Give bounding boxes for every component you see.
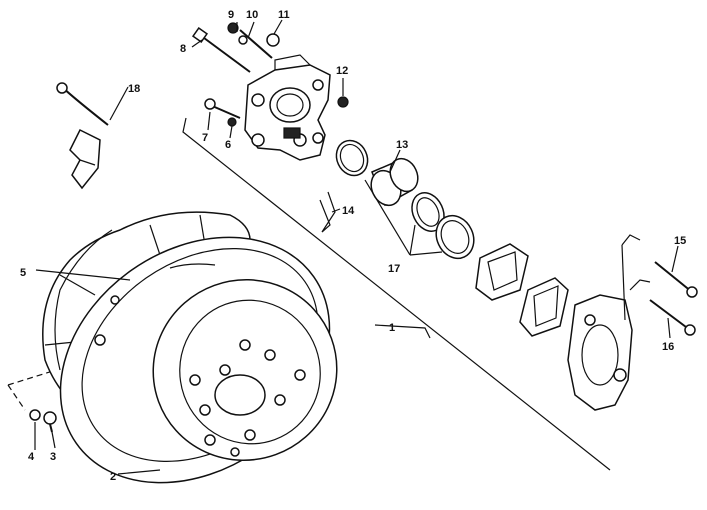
seal-ring-upper xyxy=(335,139,369,177)
callout-1: 1 xyxy=(389,322,395,334)
bleed-screw xyxy=(191,22,280,73)
callout-3: 3 xyxy=(50,451,56,463)
callout-4: 4 xyxy=(28,451,35,463)
brake-pad-outer xyxy=(519,277,569,337)
callout-2: 2 xyxy=(110,471,116,483)
axis-dashed-lines xyxy=(7,349,121,411)
callout-12: 12 xyxy=(336,65,348,77)
piston xyxy=(370,157,419,207)
caliper-housing xyxy=(567,294,633,411)
callout-15: 15 xyxy=(674,235,686,247)
guide-bolt xyxy=(204,98,241,127)
callout-18: 18 xyxy=(128,83,140,95)
leader-lines xyxy=(34,19,679,475)
caliper-bolts xyxy=(621,234,698,336)
caliper-carrier xyxy=(244,54,331,161)
callout-13: 13 xyxy=(396,139,408,151)
callout-17: 17 xyxy=(388,263,400,275)
callout-8: 8 xyxy=(180,43,186,55)
callout-6: 6 xyxy=(225,139,231,151)
brake-disc xyxy=(59,236,338,484)
callout-9: 9 xyxy=(228,9,234,21)
piston-seals xyxy=(364,179,475,260)
callout-11: 11 xyxy=(278,9,290,21)
callout-10: 10 xyxy=(246,9,258,21)
dust-cap xyxy=(337,96,349,108)
assembly-guide-line xyxy=(182,117,611,471)
retaining-pin-spring xyxy=(56,82,109,190)
callout-16: 16 xyxy=(662,341,674,353)
callout-5: 5 xyxy=(20,267,26,279)
shield-bolts xyxy=(29,409,57,433)
callout-14: 14 xyxy=(342,205,355,217)
brake-pad-inner xyxy=(475,243,529,301)
callout-7: 7 xyxy=(202,132,208,144)
anti-rattle-spring xyxy=(319,191,336,233)
